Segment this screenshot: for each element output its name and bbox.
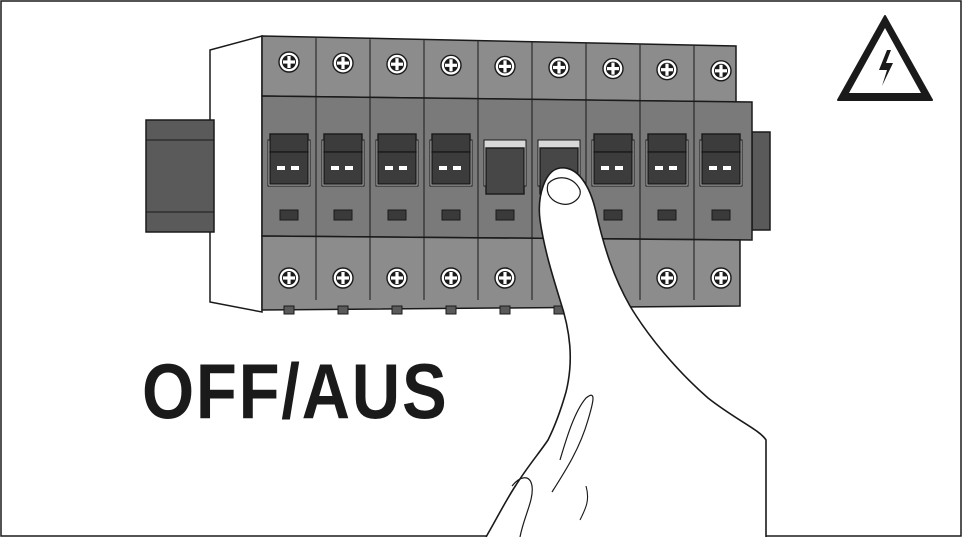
lever-mark-a-7	[601, 166, 609, 170]
screw-terminal-icon-top-7-slot-v	[611, 63, 614, 75]
breaker-lever-7	[594, 152, 632, 184]
lever-mark-b-4	[453, 166, 461, 170]
breaker-lever-top-9	[702, 134, 740, 152]
screw-terminal-icon-top-9-slot-v	[719, 65, 722, 77]
breaker-lever-4	[432, 152, 470, 184]
lever-mark-a-4	[439, 166, 447, 170]
rail-clip-4	[446, 306, 456, 314]
rail-clip-1	[284, 306, 294, 314]
lever-mark-b-3	[399, 166, 407, 170]
off-aus-label: OFF/AUS	[142, 352, 448, 430]
status-window-7	[604, 210, 622, 220]
breaker-lever-3	[378, 152, 416, 184]
lever-mark-a-3	[385, 166, 393, 170]
lever-mark-b-8	[669, 166, 677, 170]
screw-terminal-icon-bottom-3-slot-v	[395, 272, 398, 284]
screw-terminal-icon-bottom-9-slot-v	[719, 272, 722, 284]
status-window-9	[712, 210, 730, 220]
screw-terminal-icon-bottom-5-slot-v	[503, 272, 506, 284]
breaker-lever-1	[270, 152, 308, 184]
status-window-1	[280, 210, 298, 220]
breaker-lever-top-1	[270, 134, 308, 152]
screw-terminal-icon-bottom-2-slot-v	[341, 272, 344, 284]
lever-mark-b-1	[291, 166, 299, 170]
rail-clip-5	[500, 306, 510, 314]
breaker-lever-off-5	[486, 148, 524, 194]
lever-mark-a-2	[331, 166, 339, 170]
breaker-lever-top-3	[378, 134, 416, 152]
screw-terminal-icon-top-5-slot-v	[503, 60, 506, 72]
din-housing	[210, 36, 262, 312]
lever-mark-b-7	[615, 166, 623, 170]
screw-terminal-icon-top-2-slot-v	[341, 57, 344, 69]
screw-terminal-icon-bottom-8-slot-v	[665, 272, 668, 284]
breaker-lever-2	[324, 152, 362, 184]
right-side-block	[752, 132, 770, 230]
status-window-5	[496, 210, 514, 220]
lever-mark-a-9	[709, 166, 717, 170]
breaker-lever-top-2	[324, 134, 362, 152]
status-window-8	[658, 210, 676, 220]
breaker-lever-top-7	[594, 134, 632, 152]
screw-terminal-icon-top-6-slot-v	[557, 62, 560, 74]
breaker-lever-top-4	[432, 134, 470, 152]
status-window-4	[442, 210, 460, 220]
rail-clip-3	[392, 306, 402, 314]
status-window-3	[388, 210, 406, 220]
screw-terminal-icon-top-1-slot-v	[287, 56, 290, 68]
screw-terminal-icon-bottom-1-slot-v	[287, 272, 290, 284]
breaker-lever-9	[702, 152, 740, 184]
lever-mark-b-9	[723, 166, 731, 170]
breaker-lever-top-8	[648, 134, 686, 152]
rail-clip-2	[338, 306, 348, 314]
lever-mark-a-8	[655, 166, 663, 170]
left-side-block	[146, 120, 214, 232]
screw-terminal-icon-top-3-slot-v	[395, 58, 398, 70]
lever-mark-b-2	[345, 166, 353, 170]
status-window-2	[334, 210, 352, 220]
lever-mark-a-1	[277, 166, 285, 170]
screw-terminal-icon-bottom-4-slot-v	[449, 272, 452, 284]
screw-terminal-icon-top-4-slot-v	[449, 59, 452, 71]
breaker-lever-8	[648, 152, 686, 184]
screw-terminal-icon-top-8-slot-v	[665, 64, 668, 76]
